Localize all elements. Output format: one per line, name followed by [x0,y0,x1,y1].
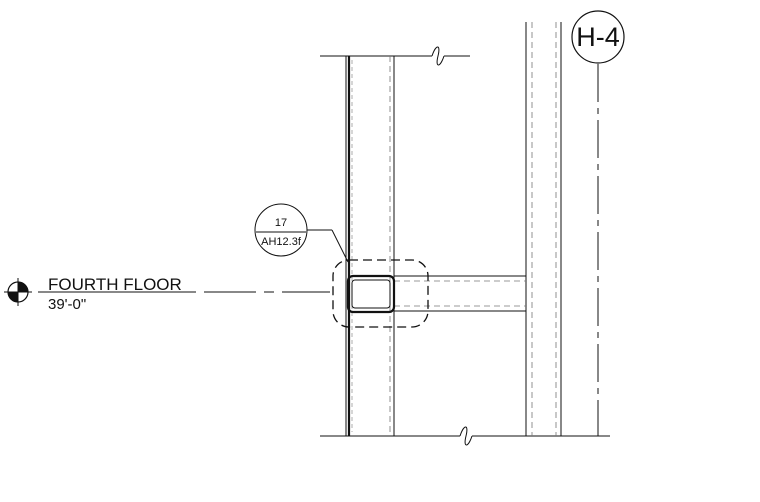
floor-beam [394,275,526,312]
top-break-line [320,46,470,66]
level-elevation: 39'-0" [48,296,86,313]
wall-exterior-face [345,56,353,436]
wall-stud-lines [389,56,395,436]
detail-number: 17 [275,217,287,229]
level-name: FOURTH FLOOR [48,275,182,294]
grid-bubble-label: H-4 [576,22,620,52]
steel-tube-section [346,274,396,314]
column-lines [525,22,562,436]
detail-callout[interactable]: 17 AH12.3f [254,203,349,263]
bottom-break-line [320,426,610,446]
detail-boundary[interactable] [332,259,429,328]
level-target-icon[interactable] [4,278,32,306]
sheet-number: AH12.3f [261,236,302,248]
grid-bubble[interactable]: H-4 [571,10,625,64]
